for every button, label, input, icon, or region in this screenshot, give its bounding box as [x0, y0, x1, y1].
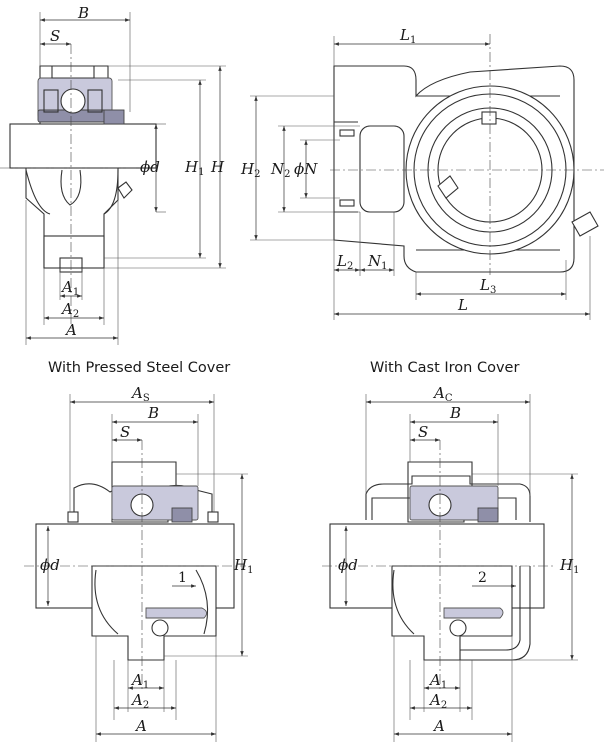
label-gap-1: 1 — [178, 570, 187, 586]
label-L: L — [457, 296, 468, 314]
label-L2: L2 — [336, 252, 353, 272]
label-A2: A2 — [60, 300, 79, 320]
label-H1-cast: H1 — [559, 556, 579, 576]
label-B: B — [77, 4, 89, 22]
label-H1-pressed: H1 — [233, 556, 253, 576]
label-phi-d-cast: ϕd — [338, 556, 358, 574]
label-A-pressed: A — [134, 717, 147, 735]
label-A1: A1 — [60, 278, 79, 298]
label-S-pressed: S — [120, 423, 130, 441]
label-As: AS — [130, 384, 150, 404]
label-gap-2: 2 — [478, 570, 487, 586]
side-section-view: B S ϕd H1 H A1 A2 A — [0, 4, 226, 345]
label-A2-pressed: A2 — [130, 691, 149, 711]
caption-pressed-steel: With Pressed Steel Cover — [48, 360, 230, 376]
label-S-cast: S — [418, 423, 428, 441]
label-A2-cast: A2 — [428, 691, 447, 711]
front-view: L1 H2 N2 ϕN L2 N1 L3 L — [240, 26, 604, 320]
label-H1: H1 — [184, 158, 204, 178]
label-A1-pressed: A1 — [130, 671, 149, 691]
cast-iron-cover-view: AC B S ϕd H1 2 A1 A2 A — [322, 384, 579, 742]
label-B-cast: B — [449, 404, 461, 422]
label-H: H — [210, 158, 225, 176]
label-A: A — [64, 321, 77, 339]
label-S: S — [50, 27, 60, 45]
label-Ac: AC — [432, 384, 453, 404]
label-L1: L1 — [399, 26, 416, 46]
label-H2: H2 — [240, 160, 260, 180]
label-phi-d-pressed: ϕd — [40, 556, 60, 574]
label-phi-N: ϕN — [294, 160, 318, 178]
label-A-cast: A — [432, 717, 445, 735]
label-B-pressed: B — [147, 404, 159, 422]
label-N1: N1 — [367, 252, 388, 272]
label-N2: N2 — [270, 160, 291, 180]
label-A1-cast: A1 — [428, 671, 447, 691]
label-phi-d: ϕd — [140, 158, 160, 176]
caption-cast-iron: With Cast Iron Cover — [370, 360, 519, 376]
label-L3: L3 — [479, 276, 496, 296]
pressed-steel-cover-view: AS B S ϕd H1 1 A1 A2 A — [24, 384, 253, 742]
